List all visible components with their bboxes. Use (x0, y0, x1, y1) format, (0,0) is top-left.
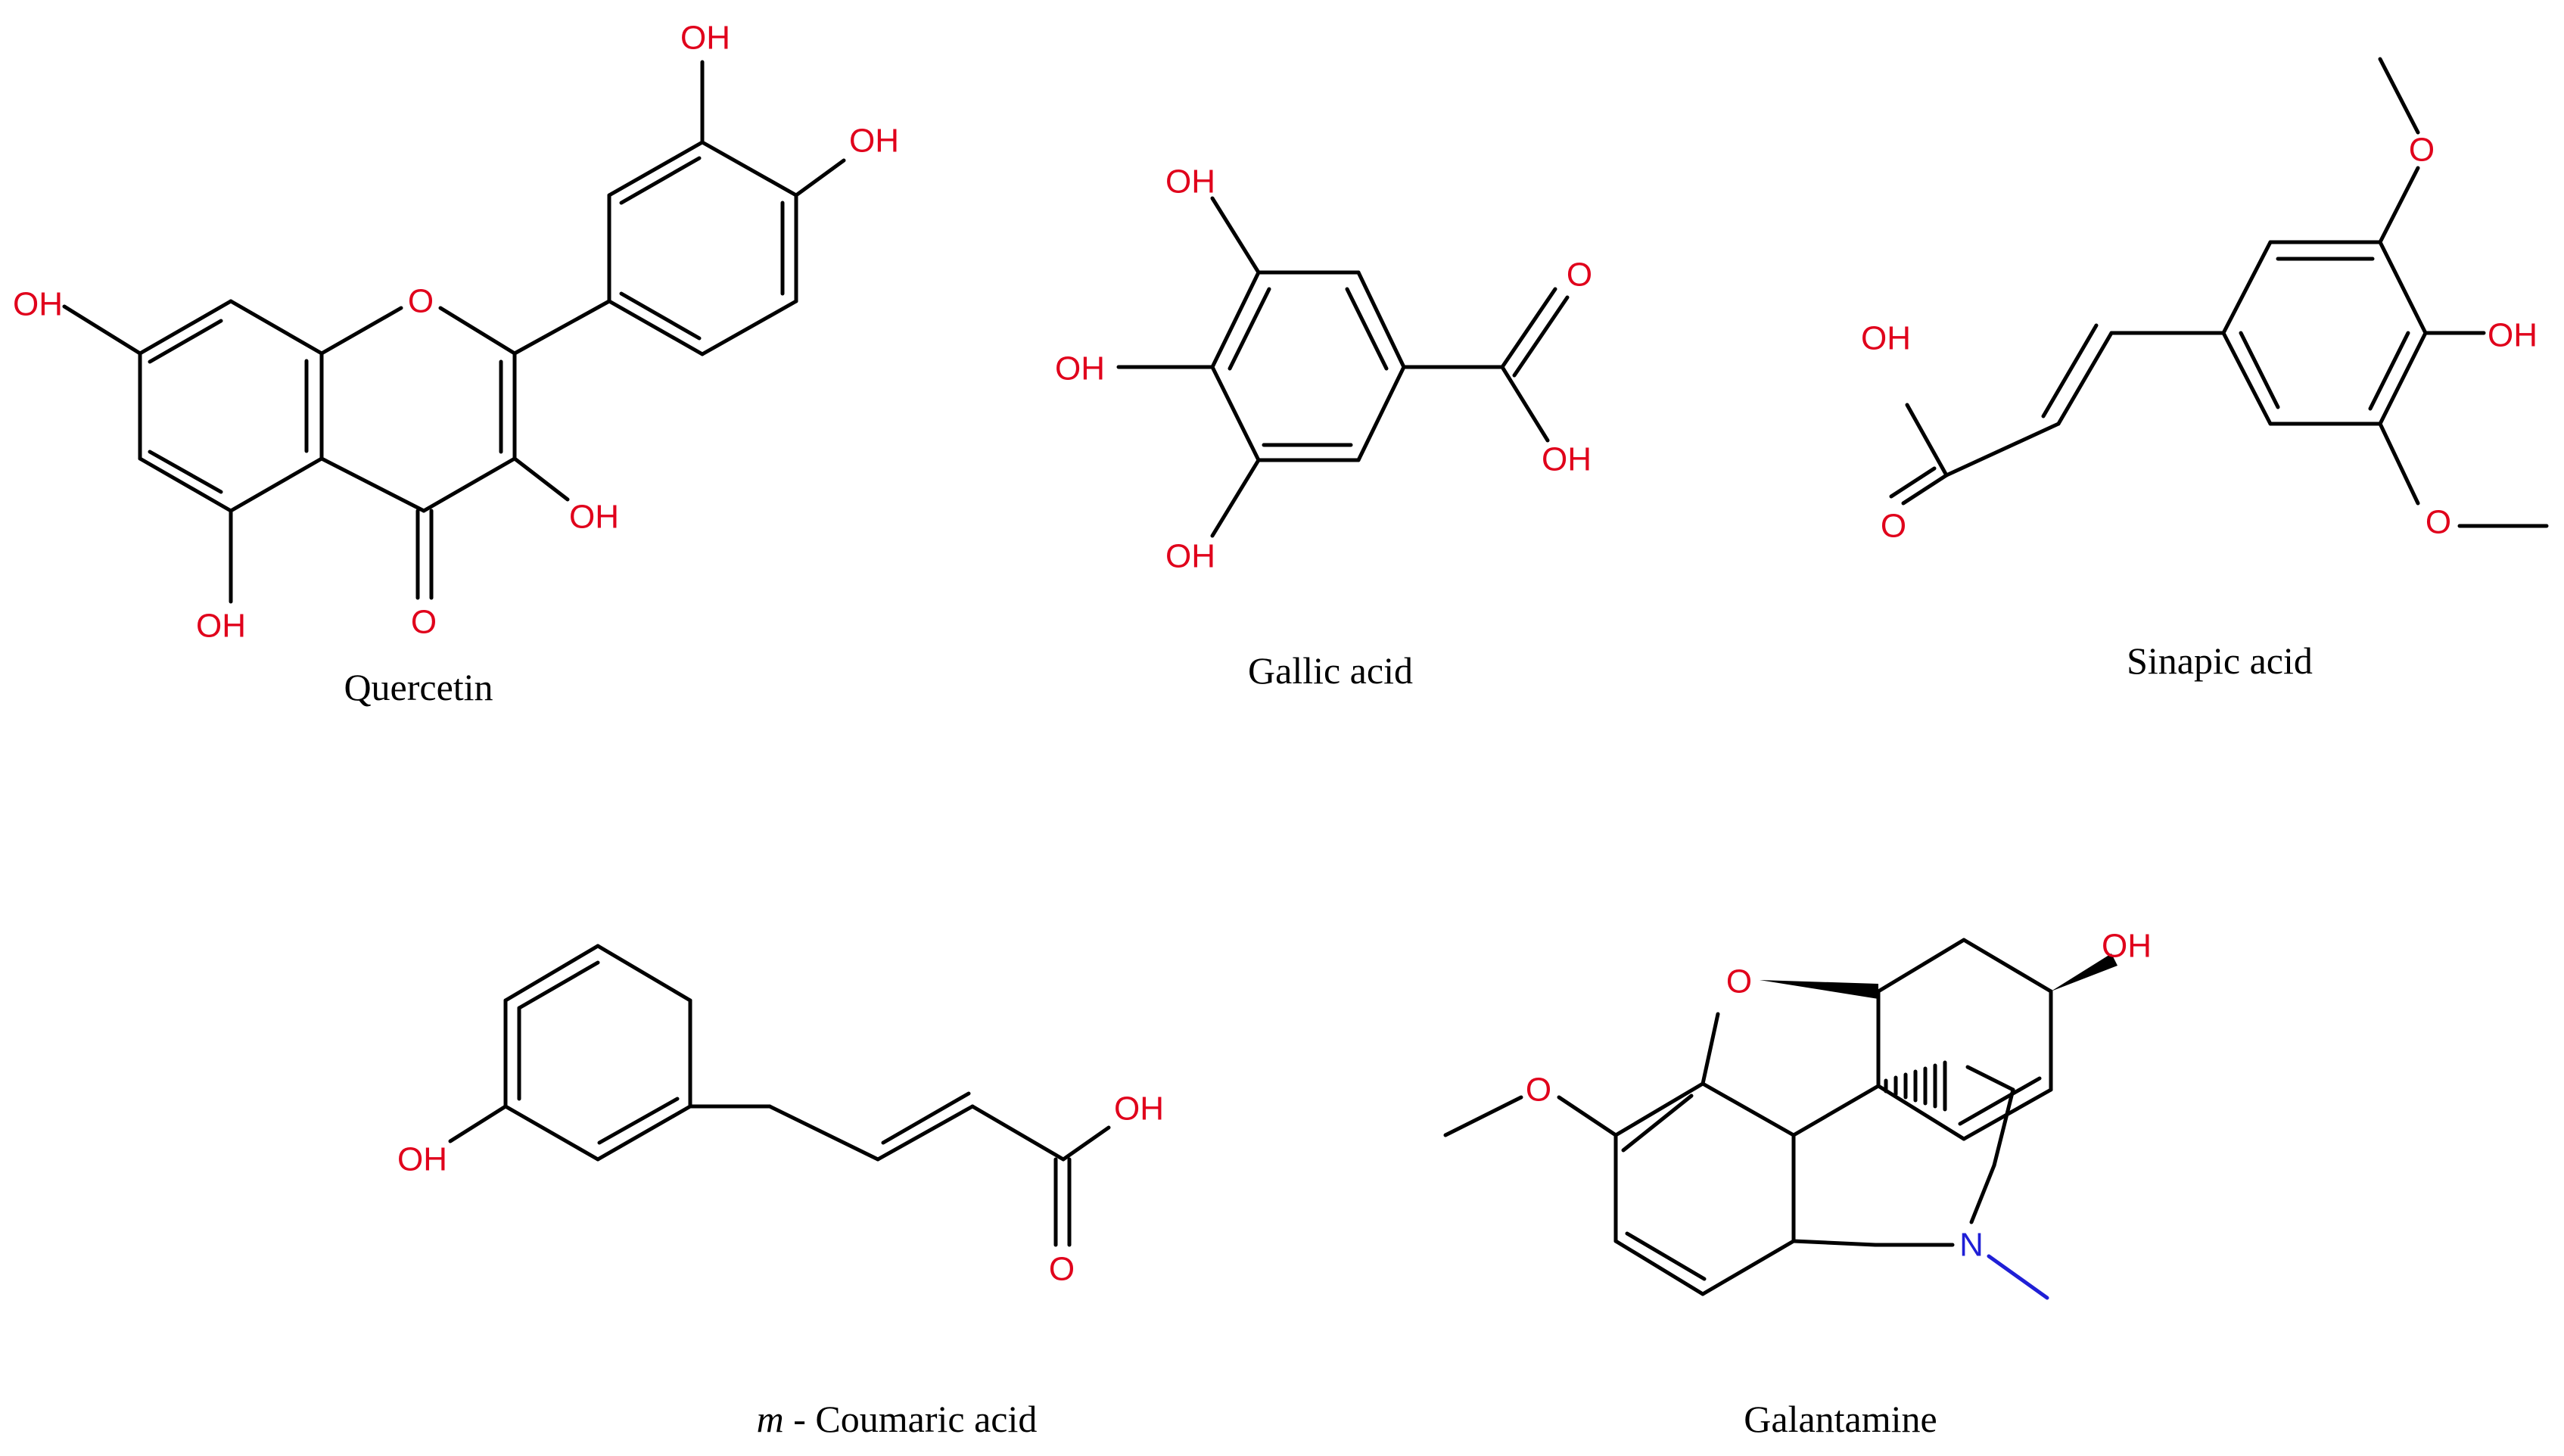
galantamine-nitrogen: N (1959, 1227, 1984, 1264)
quercetin-oh-7: OH (13, 286, 63, 323)
galantamine-structure: O OH O N Galantamine (1443, 928, 2152, 1440)
galantamine-methoxy-oxygen: O (1526, 1072, 1551, 1109)
m-coumaric-name: - Coumaric acid (784, 1398, 1038, 1440)
sinapic-acid-structure: O OH O OH O Sinapic acid (1861, 57, 2549, 682)
gallic-carboxyl-oh: OH (1542, 441, 1592, 478)
sinapic-acid-bonds (1889, 57, 2549, 528)
sinapic-carboxyl-oh: OH (1861, 320, 1911, 357)
quercetin-bonds (62, 60, 846, 604)
m-coumaric-acid-structure: OH OH O m - Coumaric acid (397, 944, 1164, 1440)
quercetin-oh-3: OH (569, 499, 619, 536)
quercetin-caption: Quercetin (344, 666, 493, 708)
m-coumaric-prefix: m (757, 1398, 784, 1440)
galantamine-caption: Galantamine (1744, 1398, 1937, 1440)
quercetin-carbonyl-oxygen: O (411, 604, 437, 641)
gallic-oh-bottom: OH (1165, 538, 1215, 575)
quercetin-oh-4prime: OH (849, 123, 899, 160)
galantamine-bonds (1443, 938, 2117, 1300)
gallic-acid-bonds (1116, 196, 1570, 538)
m-coumaric-carboxyl-oh: OH (1114, 1090, 1164, 1128)
gallic-carbonyl-oxygen: O (1567, 257, 1592, 294)
gallic-acid-structure: OH OH OH O OH Gallic acid (1055, 163, 1592, 692)
quercetin-structure: OH OH OH O OH OH O Quercetin (13, 20, 899, 709)
sinapic-carbonyl-oxygen: O (1881, 508, 1906, 545)
sinapic-methoxy-top-oxygen: O (2409, 132, 2435, 169)
m-coumaric-acid-bonds (448, 944, 1111, 1247)
gallic-oh-left: OH (1055, 350, 1105, 387)
quercetin-oh-3prime: OH (680, 20, 730, 57)
galantamine-furan-oxygen: O (1726, 963, 1752, 1000)
galantamine-wedge-bond-o (1760, 980, 1878, 999)
galantamine-wedge-bond-oh (2051, 954, 2117, 991)
gallic-acid-caption: Gallic acid (1248, 649, 1413, 692)
galantamine-oh: OH (2102, 928, 2152, 965)
sinapic-oh-4: OH (2488, 317, 2538, 354)
m-coumaric-carbonyl-oxygen: O (1049, 1251, 1075, 1288)
quercetin-ring-oxygen: O (408, 283, 434, 320)
m-coumaric-oh-ring: OH (397, 1141, 447, 1178)
m-coumaric-acid-caption: m - Coumaric acid (757, 1398, 1038, 1440)
quercetin-oh-5: OH (196, 608, 246, 645)
sinapic-methoxy-bottom-oxygen: O (2426, 504, 2451, 541)
sinapic-acid-caption: Sinapic acid (2127, 639, 2313, 682)
gallic-oh-top: OH (1165, 163, 1215, 201)
galantamine-hash-bond (1884, 1060, 1947, 1112)
